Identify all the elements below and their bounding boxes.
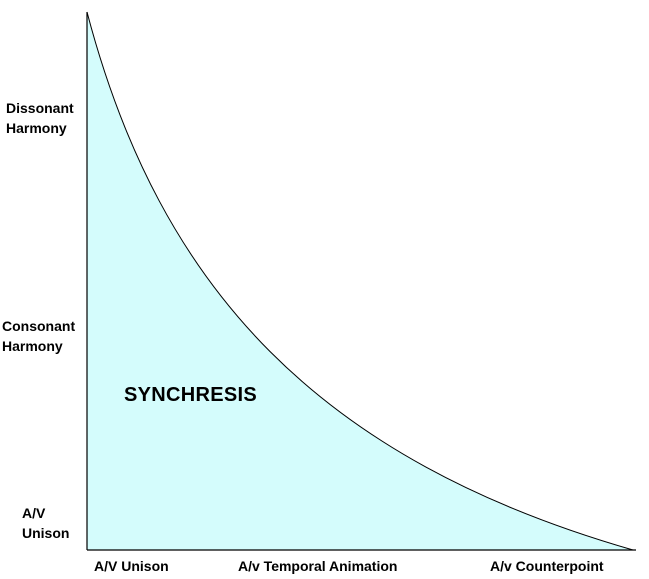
y-label-consonant-harmony: Consonant Harmony: [2, 316, 75, 356]
y-label-mid-line2: Harmony: [2, 338, 63, 354]
synchresis-label: SYNCHRESIS: [124, 384, 258, 406]
y-label-bottom-line1: A/V: [22, 505, 46, 521]
decay-curve: [86, 11, 634, 551]
y-label-dissonant-harmony: Dissonant Harmony: [6, 98, 74, 138]
y-label-top-line1: Dissonant: [6, 100, 74, 116]
x-label-counterpoint: A/v Counterpoint: [490, 558, 604, 574]
synchresis-area: [87, 12, 633, 550]
y-label-mid-line1: Consonant: [2, 318, 76, 334]
y-label-bottom-line2: Unison: [22, 525, 70, 541]
y-label-top-line2: Harmony: [6, 120, 67, 136]
x-label-temporal-animation: A/v Temporal Animation: [238, 558, 398, 574]
y-label-av-unison: A/V Unison: [22, 503, 69, 543]
x-label-av-unison: A/V Unison: [94, 558, 169, 574]
